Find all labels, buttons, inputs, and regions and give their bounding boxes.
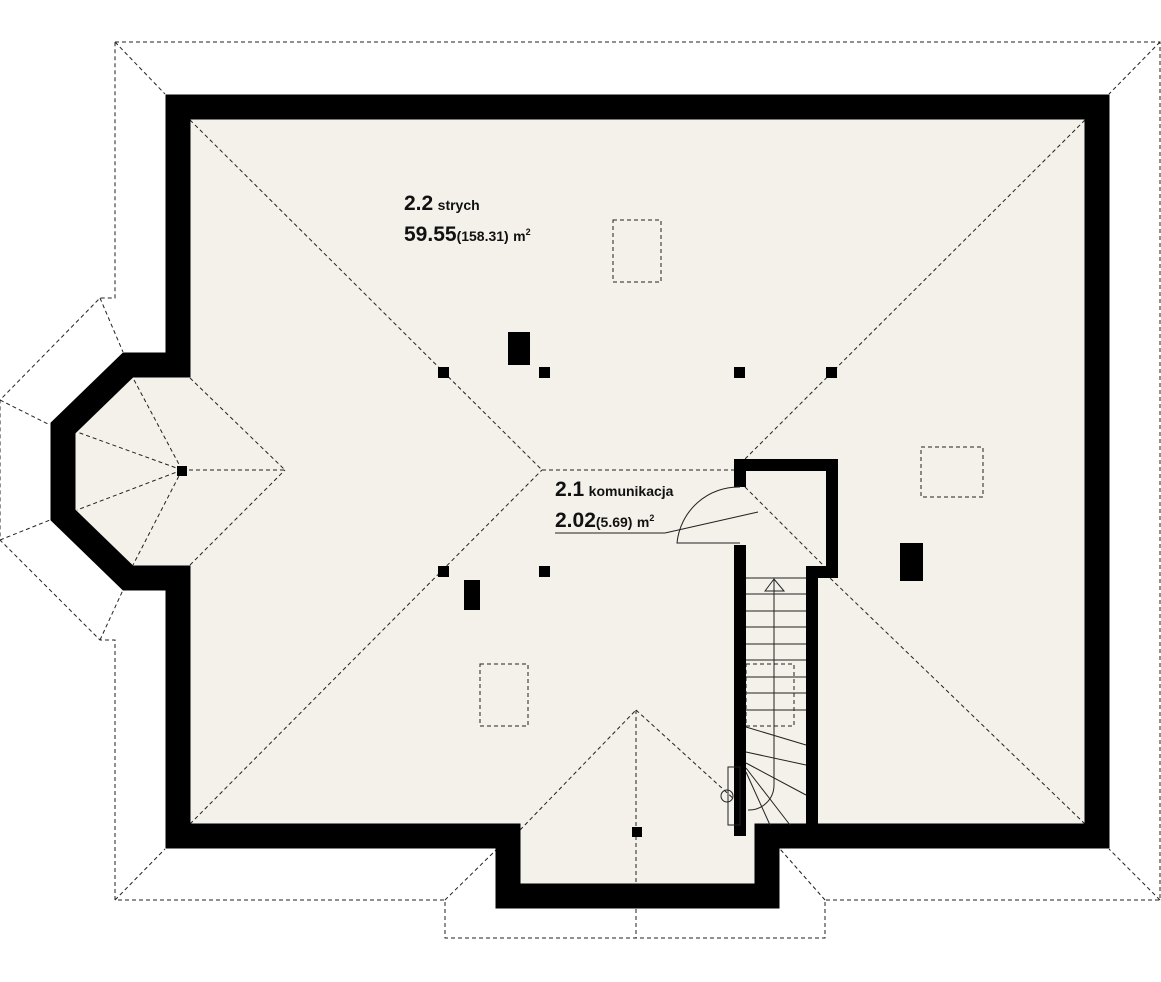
staircase (720, 577, 807, 826)
room-area-total: (5.69) (595, 514, 633, 530)
exterior-walls (50, 94, 1110, 909)
room-unit: m (513, 228, 526, 244)
room-area: 2.02 (555, 509, 596, 532)
roof-outline (0, 41, 1161, 939)
room-number: 2.1 (555, 478, 585, 501)
posts (177, 332, 923, 837)
room-number: 2.2 (404, 192, 434, 215)
door-swing (676, 486, 741, 544)
floor-fill (63, 107, 1097, 896)
label-leader-arrow (664, 511, 759, 534)
room-unit-exp: 2 (649, 513, 655, 523)
room-unit-exp: 2 (525, 227, 531, 237)
room-label-hall: 2.1 komunikacja 2.02(5.69) m2 (555, 478, 674, 532)
room-area: 59.55 (404, 223, 457, 246)
room-label-attic: 2.2 strych 59.55(158.31) m2 (404, 192, 531, 246)
room-name: komunikacja (588, 483, 674, 499)
room-unit: m (636, 514, 650, 530)
room-area-total: (158.31) (456, 228, 509, 244)
room-name: strych (437, 197, 480, 213)
roof-hip-lines (76, 119, 1086, 884)
